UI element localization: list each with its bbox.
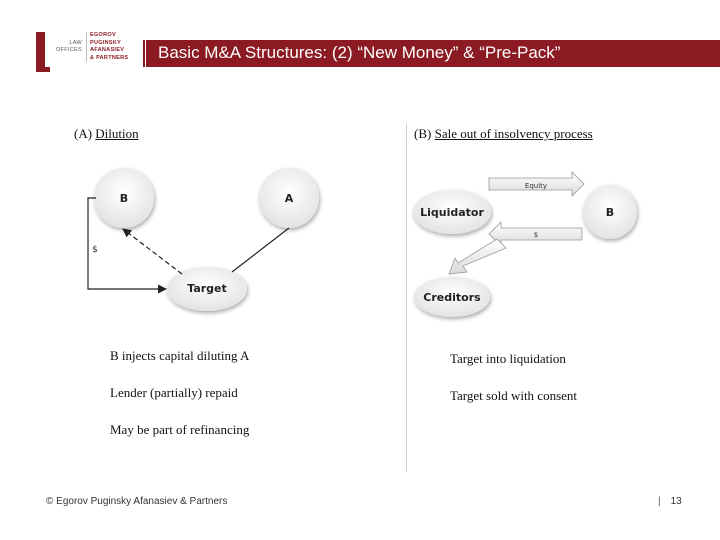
node-a-circle	[259, 168, 319, 228]
node-liquidator-label: Liquidator	[420, 206, 484, 219]
node-b2-circle	[583, 185, 637, 239]
money-arrow-label: $	[534, 231, 538, 239]
dilution-diagram: B A Target $	[87, 168, 319, 311]
equity-arrow-label: Equity	[525, 182, 547, 190]
node-b-circle	[94, 168, 154, 228]
footer-page: | 13	[658, 496, 682, 507]
panel-b-heading-text: Sale out of insolvency process	[434, 126, 593, 141]
panel-a-bullet-3: May be part of refinancing	[110, 422, 250, 437]
page-number: 13	[670, 496, 682, 507]
logo-left-line-2: OFFICES	[56, 47, 82, 53]
edge-money-label: $	[92, 245, 98, 255]
pre-pack-diagram: Liquidator B Creditors Equity $	[413, 171, 637, 317]
firm-logo: LAW OFFICES EGOROV PUGINSKY AFANASIEV & …	[36, 30, 146, 74]
edge-a-target	[231, 227, 290, 273]
panel-b-prefix: (B)	[414, 126, 435, 141]
logo-mark	[36, 32, 50, 72]
panel-a-heading: (A) Dilution	[74, 126, 139, 142]
logo-right-line-3: AFANASIEV	[90, 47, 125, 54]
panel-a-heading-text: Dilution	[95, 126, 139, 141]
footer-separator: |	[658, 496, 661, 507]
panel-b-bullet-1: Target into liquidation	[450, 351, 566, 366]
node-b-label: B	[120, 192, 128, 205]
node-creditors-circle	[414, 277, 490, 317]
node-target-circle	[167, 267, 247, 311]
logo-left-text: LAW OFFICES	[52, 40, 82, 54]
panel-divider	[406, 124, 407, 472]
node-b2-label: B	[606, 206, 614, 219]
panel-b-bullet-2: Target sold with consent	[450, 388, 578, 403]
node-a-label: A	[285, 192, 294, 205]
logo-right-line-1: EGOROV	[90, 32, 116, 38]
edge-target-b	[122, 228, 183, 275]
payout-arrow	[448, 238, 507, 275]
logo-left-line-1: LAW	[69, 40, 82, 46]
node-creditors-label: Creditors	[423, 291, 481, 304]
panel-b-heading: (B) Sale out of insolvency process	[414, 126, 593, 142]
panel-a-bullet-2: Lender (partially) repaid	[110, 385, 238, 400]
equity-arrow	[488, 171, 585, 197]
logo-right-line-4: & PARTNERS	[90, 54, 129, 61]
logo-right-line-2: PUGINSKY	[90, 39, 122, 46]
edge-b-target	[87, 197, 167, 294]
panel-a-prefix: (A)	[74, 126, 96, 141]
title-band: Basic M&A Structures: (2) “New Money” & …	[143, 40, 720, 67]
logo-right-text: EGOROV PUGINSKY AFANASIEV & PARTNERS	[86, 32, 146, 63]
panel-a-bullet-1: B injects capital diluting A	[110, 348, 250, 363]
footer-copyright: © Egorov Puginsky Afanasiev & Partners	[46, 496, 228, 507]
node-target-label: Target	[187, 282, 227, 295]
node-liquidator-circle	[413, 190, 491, 234]
slide-title: Basic M&A Structures: (2) “New Money” & …	[158, 43, 561, 62]
